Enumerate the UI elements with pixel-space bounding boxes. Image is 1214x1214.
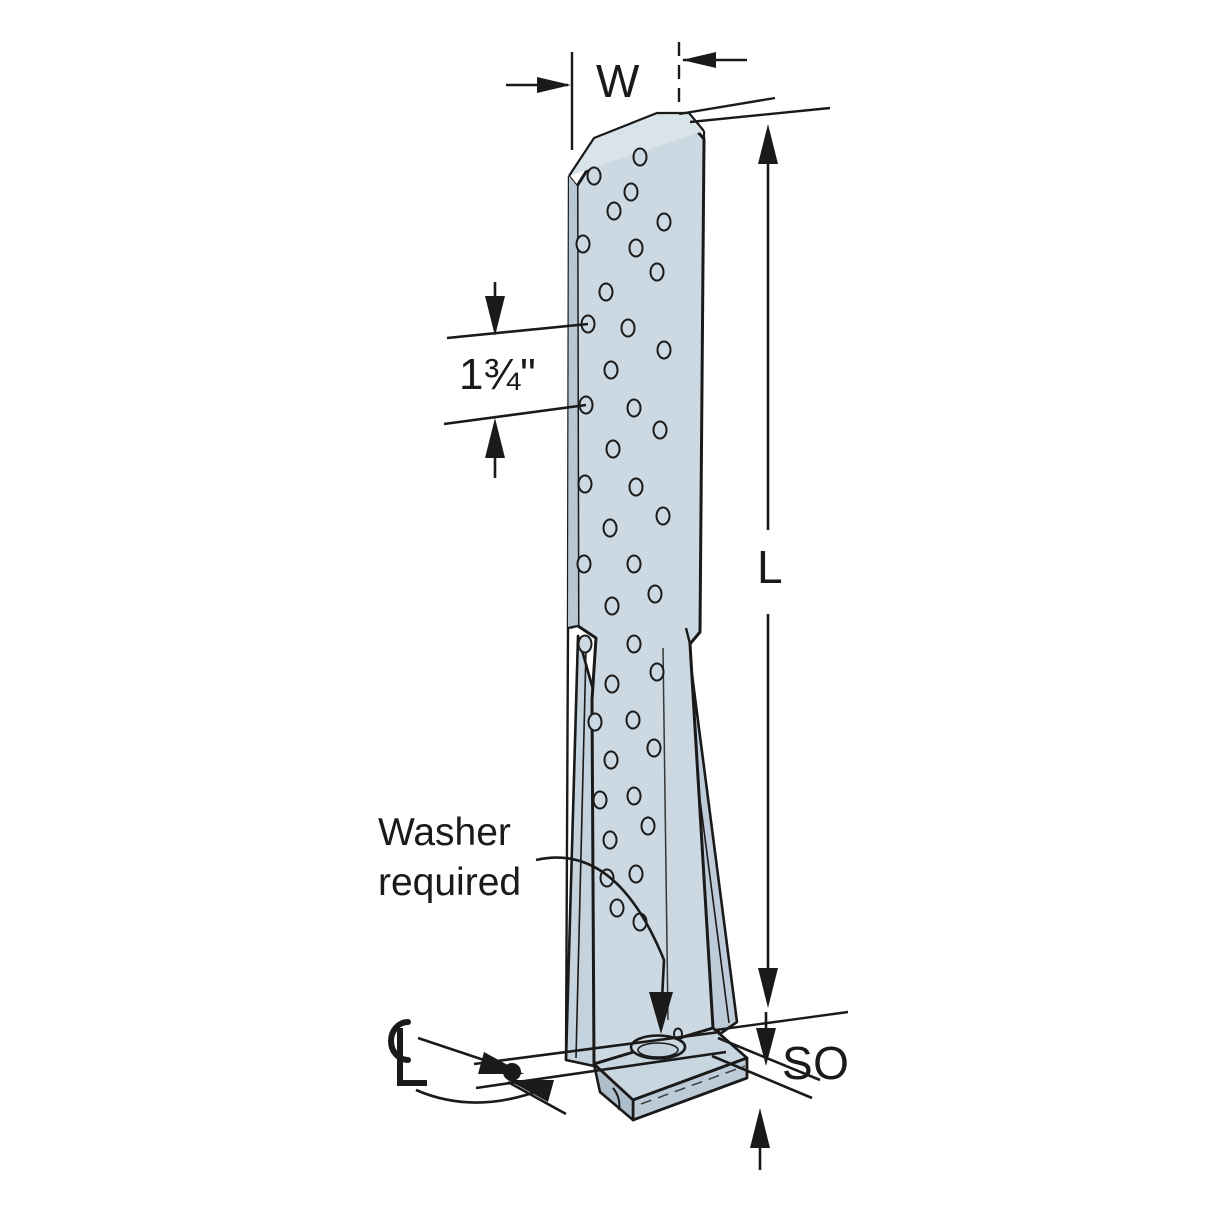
centerline-callout: [388, 1019, 727, 1116]
so-arrowhead-down: [756, 1028, 776, 1066]
left-flange-step: [567, 624, 598, 701]
so-ext-top: [717, 1036, 821, 1082]
washer-callout-line1: Washer: [378, 811, 511, 854]
top-thickness-band: [568, 111, 705, 177]
washer-leader-curve: [535, 856, 666, 1001]
centerline-arrowhead-lower: [508, 1080, 554, 1102]
dimension-nail-spacing: [443, 282, 589, 478]
dimension-label-l: L: [757, 541, 783, 593]
l-ext-bottom: [715, 1010, 849, 1032]
dimension-label-w: W: [596, 55, 640, 107]
base-seat-left-return: [592, 1062, 635, 1122]
right-flange-step: [684, 627, 701, 647]
dimension-w: [506, 42, 776, 150]
base-seat-hem-curl: [612, 1087, 621, 1111]
l-ext-top: [689, 106, 831, 124]
centerline-l-glyph: [397, 1028, 427, 1086]
centerline-ref-upper: [473, 1030, 721, 1066]
washer-leader: [535, 856, 673, 1034]
base-seat-hem-line: [640, 1065, 746, 1105]
dimension-label-so: SO: [782, 1037, 850, 1089]
w-arrowhead-left: [537, 77, 571, 93]
l-arrowhead-top: [758, 124, 778, 164]
nailspacing-arrowhead-down: [485, 296, 505, 336]
centerline-arrow-shaft-lower: [507, 1080, 567, 1116]
dimension-label-nail-spacing: 1¾": [459, 350, 536, 399]
w-leader-right: [678, 96, 776, 116]
washer-leader-arrowhead: [649, 992, 673, 1034]
so-arrowhead-up: [750, 1108, 770, 1148]
strap-body: [564, 111, 749, 1122]
dimension-so: [711, 1012, 821, 1170]
seat-dimple: [673, 1027, 683, 1041]
center-fold-line: [662, 647, 669, 1021]
centerline-leader-curve: [415, 1086, 547, 1104]
l-arrowhead-bottom: [758, 968, 778, 1008]
washer-callout-line2: required: [378, 860, 522, 904]
so-ext-bottom: [711, 1054, 813, 1100]
nailspacing-ext-top: [446, 322, 589, 340]
nailspacing-ext-bottom: [443, 403, 587, 426]
w-arrowhead-right: [682, 52, 716, 68]
centerline-center-dot: [503, 1063, 521, 1081]
nailspacing-arrowhead-up: [485, 418, 505, 458]
callout-label-washer: Washer required: [378, 808, 521, 908]
left-flange-crease: [575, 649, 587, 1059]
dimension-l: [689, 106, 849, 1032]
left-edge-shade: [568, 176, 578, 628]
anchor-bolt-hole-inner: [637, 1042, 679, 1058]
